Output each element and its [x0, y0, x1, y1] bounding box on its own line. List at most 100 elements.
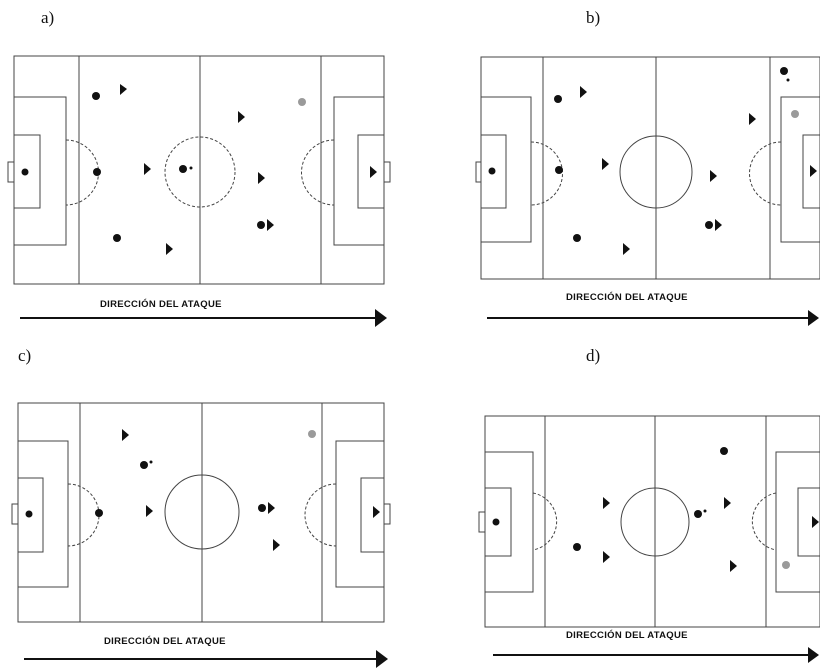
- panel-d-label: d): [586, 346, 601, 365]
- attacker-triangle: [144, 163, 151, 175]
- attacker-triangle: [602, 158, 609, 170]
- attacker-triangle: [812, 516, 819, 528]
- attacker-triangle: [810, 165, 817, 177]
- attacker-triangle: [580, 86, 587, 98]
- defender-dot: [705, 221, 713, 229]
- pitch-c-right-goal: [383, 503, 391, 525]
- attacker-triangle: [603, 497, 610, 509]
- markers-c: [25, 429, 380, 551]
- defender-dot: [258, 504, 266, 512]
- markers-b: [488, 67, 817, 255]
- defender-dot: [257, 221, 265, 229]
- attacker-triangle: [710, 170, 717, 182]
- defender-dot: [92, 92, 100, 100]
- defender-dot: [140, 461, 148, 469]
- defender-dot: [179, 165, 187, 173]
- defender-dot: [488, 167, 496, 175]
- attacker-triangle: [373, 506, 380, 518]
- pitch-d-center-circle: [620, 487, 690, 557]
- pitch-a-right-arc: [301, 139, 335, 206]
- pitch-c-center-circle: [164, 474, 240, 550]
- panel-d-caption: DIRECCIÓN DEL ATAQUE: [566, 630, 688, 641]
- pitch-a-center-circle: [164, 136, 236, 208]
- attacker-triangle: [166, 243, 173, 255]
- pitch-d-left-penalty-area: [484, 451, 534, 593]
- pitch-c-left-goal: [11, 503, 19, 525]
- panel-b-caption: DIRECCIÓN DEL ATAQUE: [566, 292, 688, 303]
- panel-b-label: b): [586, 8, 601, 27]
- pitch-a: [7, 55, 391, 285]
- pitch-d-right-goal-area: [797, 487, 820, 557]
- pitch-d: [478, 415, 820, 628]
- defender-dot: [93, 168, 101, 176]
- attacker-triangle: [267, 219, 274, 231]
- defender-dot: [694, 510, 702, 518]
- pitch-d-right-penalty-area: [775, 451, 820, 593]
- arrow-d: [493, 647, 819, 663]
- grey-marker: [298, 98, 306, 106]
- defender-dot: [573, 543, 581, 551]
- attacker-triangle: [603, 551, 610, 563]
- defender-dot: [21, 168, 29, 176]
- arrow-b: [487, 310, 819, 326]
- pitch-d-right-arc: [751, 492, 777, 551]
- direction-arrowhead-a: [375, 309, 387, 327]
- attacker-triangle: [268, 502, 275, 514]
- grey-marker: [308, 430, 316, 438]
- attacker-triangle: [122, 429, 129, 441]
- pitch-b-right-arc: [749, 141, 782, 206]
- attacker-triangle: [273, 539, 280, 551]
- defender-dot: [25, 510, 33, 518]
- pitch-b: [475, 56, 820, 280]
- pitch-b-left-arc: [530, 141, 563, 206]
- attacker-triangle: [730, 560, 737, 572]
- ball-dot: [149, 460, 153, 464]
- defender-dot: [720, 447, 728, 455]
- pitch-b-right-goal-area: [802, 134, 820, 209]
- panel-c-label: c): [18, 346, 32, 365]
- defender-dot: [555, 166, 563, 174]
- panel-a-label: a): [41, 8, 55, 27]
- defender-dot: [780, 67, 788, 75]
- pitch-c: [11, 402, 391, 623]
- attacker-triangle: [238, 111, 245, 123]
- attacker-triangle: [623, 243, 630, 255]
- defender-dot: [95, 509, 103, 517]
- defender-dot: [492, 518, 500, 526]
- grey-marker: [782, 561, 790, 569]
- ball-dot: [703, 509, 707, 513]
- arrow-c: [24, 650, 388, 668]
- attacker-triangle: [370, 166, 377, 178]
- attacker-triangle: [749, 113, 756, 125]
- defender-dot: [113, 234, 121, 242]
- markers-d: [492, 447, 819, 572]
- defender-dot: [573, 234, 581, 242]
- pitch-d-left-goal: [478, 511, 486, 533]
- pitch-a-left-goal: [7, 161, 15, 183]
- defender-dot: [554, 95, 562, 103]
- markers-a: [21, 84, 377, 255]
- grey-marker: [791, 110, 799, 118]
- pitch-b-right-penalty-area: [780, 96, 820, 243]
- attacker-triangle: [258, 172, 265, 184]
- direction-arrowhead-d: [808, 647, 819, 663]
- attacker-triangle: [715, 219, 722, 231]
- attacker-triangle: [120, 84, 127, 95]
- direction-arrowhead-c: [376, 650, 388, 668]
- pitch-a-right-goal: [383, 161, 391, 183]
- pitch-b-center-circle: [619, 135, 693, 209]
- attacker-triangle: [724, 497, 731, 509]
- panel-c-caption: DIRECCIÓN DEL ATAQUE: [104, 636, 226, 647]
- direction-arrowhead-b: [808, 310, 819, 326]
- pitch-d-outline: [484, 415, 820, 628]
- pitch-b-left-goal: [475, 161, 482, 183]
- arrow-a: [20, 309, 387, 327]
- attacker-triangle: [146, 505, 153, 517]
- ball-dot: [786, 78, 790, 82]
- pitch-d-left-arc: [532, 492, 558, 551]
- ball-dot: [189, 166, 193, 170]
